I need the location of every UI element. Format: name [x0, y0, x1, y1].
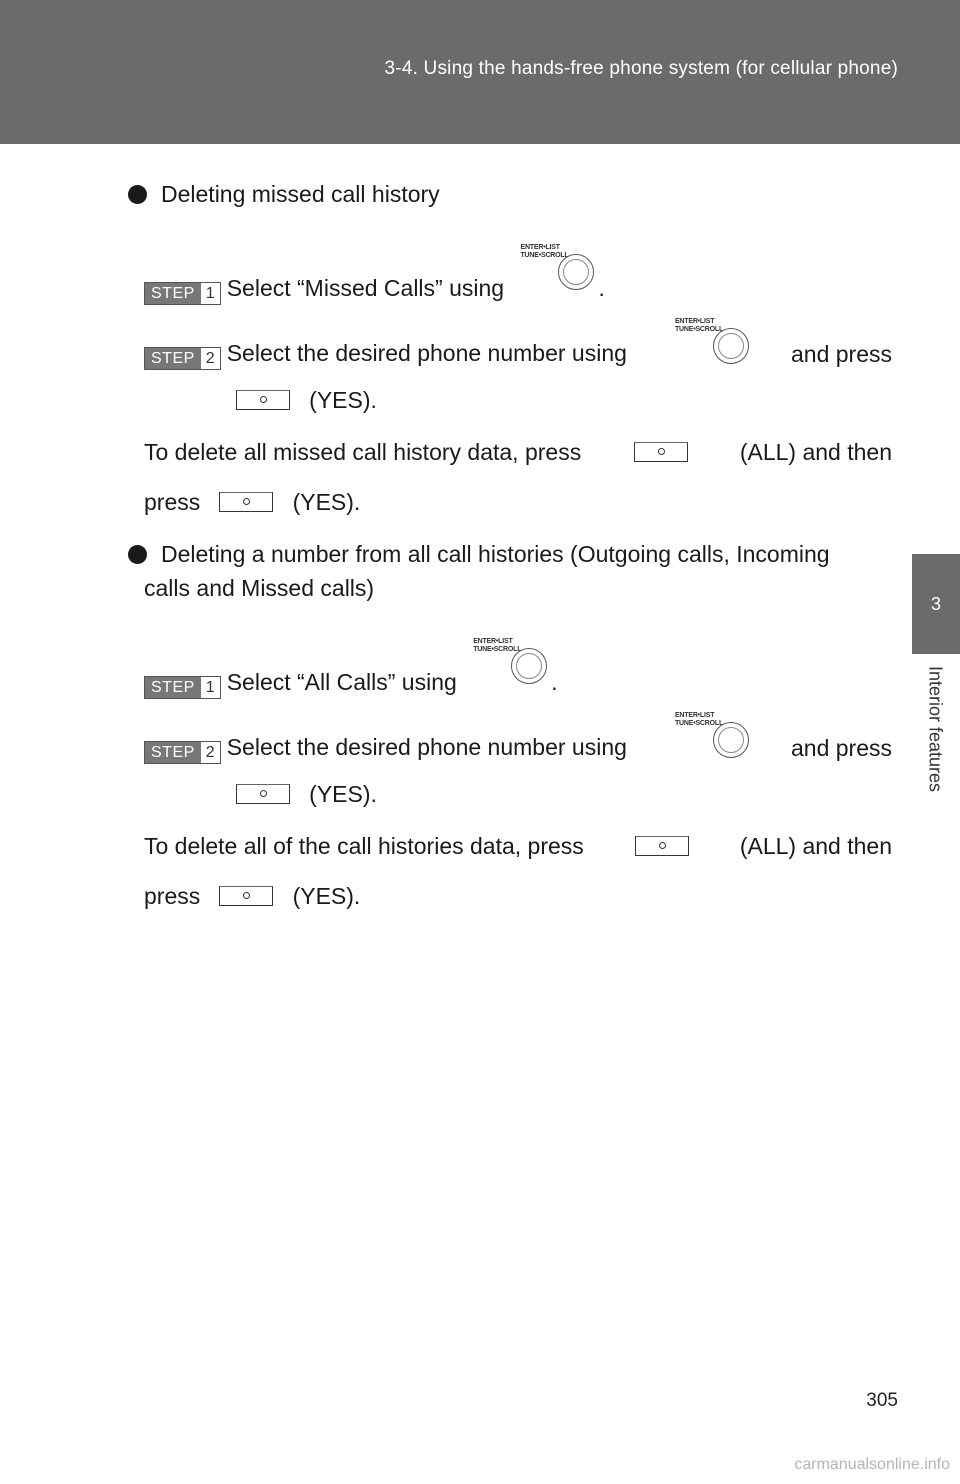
bullet-heading: Deleting a number from all call historie…	[128, 539, 892, 569]
watermark: carmanualsonline.info	[794, 1456, 950, 1473]
note-line: press (YES).	[144, 489, 361, 515]
note-line: press (YES).	[144, 883, 361, 909]
chapter-tab: 3	[912, 554, 960, 654]
bullet-icon	[128, 185, 147, 204]
yes-button-icon	[236, 784, 290, 804]
step-continuation: (YES).	[236, 385, 377, 415]
note-line: To delete all of the call histories data…	[144, 833, 892, 859]
bullet-heading: Deleting missed call history	[128, 179, 440, 209]
page-number: 305	[866, 1390, 898, 1411]
section-title: 3-4. Using the hands-free phone system (…	[384, 58, 898, 79]
chapter-label: Interior features	[925, 666, 946, 793]
page-header: 3-4. Using the hands-free phone system (…	[0, 0, 960, 144]
chapter-number: 3	[930, 593, 941, 614]
all-button-icon	[633, 442, 688, 462]
yes-button-icon	[219, 886, 274, 906]
bullet-icon	[128, 544, 147, 564]
yes-button-icon	[236, 390, 290, 410]
all-button-icon	[634, 836, 689, 856]
note-line: To delete all missed call history data, …	[144, 439, 892, 465]
yes-button-icon	[219, 492, 274, 512]
step-continuation: (YES).	[236, 779, 377, 809]
bullet-heading-continuation: calls and Missed calls)	[144, 575, 375, 601]
